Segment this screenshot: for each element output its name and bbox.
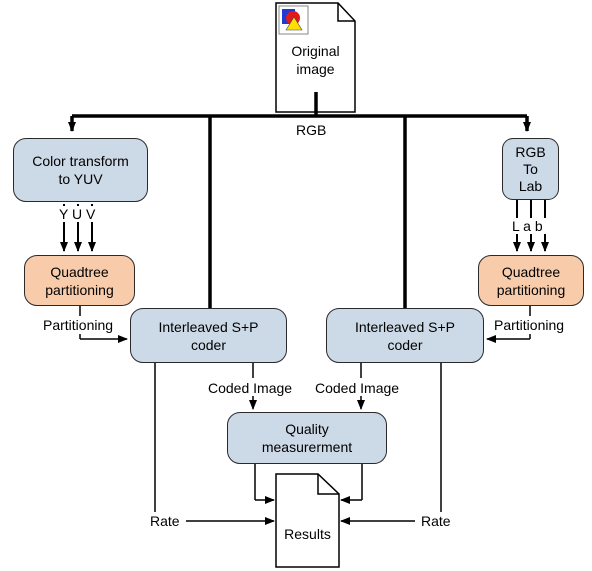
- rgb-label: RGB: [296, 122, 327, 138]
- coded-image-right-label: Coded Image: [315, 380, 400, 396]
- coder-right-box: Interleaved S+P coder: [326, 308, 484, 363]
- rgb-to-lab-line-2: To: [523, 160, 538, 177]
- partitioning-connectors: [79, 305, 531, 343]
- rgb-to-lab-line-1: RGB: [515, 143, 546, 160]
- lab-arrows: [513, 198, 549, 252]
- original-image-line-1: Original: [291, 43, 340, 59]
- coder-left-box: Interleaved S+P coder: [130, 308, 287, 363]
- rgb-to-lab-line-3: Lab: [518, 177, 543, 194]
- quadtree-right-box: Quadtree partitioning: [478, 255, 584, 306]
- partitioning-right-label: Partitioning: [494, 317, 565, 333]
- quadtree-right-line-2: partitioning: [496, 281, 566, 298]
- results-label: Results: [284, 526, 331, 542]
- coder-left-line-1: Interleaved S+P: [158, 318, 259, 335]
- coder-left-line-2: coder: [190, 336, 227, 353]
- color-transform-line-1: Color transform: [32, 153, 129, 169]
- yuv-arrows: [60, 204, 96, 252]
- coded-image-arrows: [249, 362, 365, 410]
- rgb-bus: [68, 92, 531, 310]
- results-document: [275, 473, 340, 568]
- color-transform-box: Color transform to YUV: [13, 138, 148, 202]
- rate-left-label: Rate: [150, 513, 180, 529]
- rate-arrows: [154, 362, 442, 525]
- quality-line-1: Quality: [285, 421, 329, 437]
- quadtree-left-box: Quadtree partitioning: [24, 255, 135, 306]
- coder-right-line-1: Interleaved S+P: [354, 318, 455, 335]
- coded-image-left-label: Coded Image: [208, 380, 293, 396]
- image-thumbnail-icon: [278, 5, 309, 35]
- color-transform-line-2: to YUV: [58, 171, 103, 187]
- partitioning-left-label: Partitioning: [43, 317, 114, 333]
- quality-line-2: measurerment: [261, 439, 353, 455]
- quadtree-right-line-1: Quadtree: [501, 263, 561, 280]
- quadtree-left-line-2: partitioning: [45, 281, 114, 298]
- quality-measurement-box: Quality measurerment: [227, 412, 387, 464]
- quadtree-left-line-1: Quadtree: [50, 263, 109, 280]
- lab-label: L a b: [512, 218, 543, 234]
- rate-right-label: Rate: [421, 513, 451, 529]
- original-image-line-2: image: [296, 61, 335, 77]
- coder-right-line-2: coder: [387, 336, 423, 353]
- yuv-label: Y U V: [59, 206, 96, 222]
- quality-to-results-arrows: [254, 463, 363, 504]
- rgb-to-lab-box: RGB To Lab: [502, 138, 559, 200]
- original-image-label: Original image: [276, 42, 355, 78]
